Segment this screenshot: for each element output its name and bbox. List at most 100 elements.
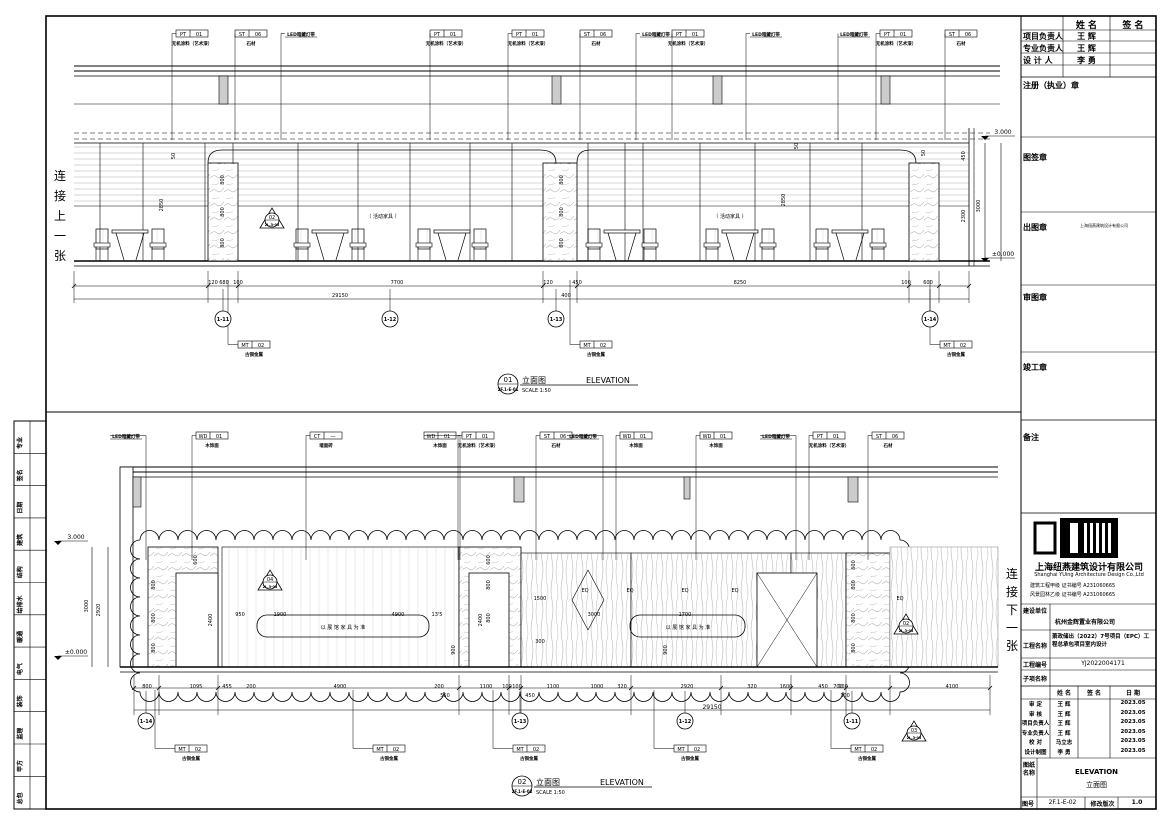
e1-grid-tag: 1-11: [214, 289, 232, 328]
dim-vertical: 800: [559, 238, 565, 248]
tag-code: MT: [241, 343, 249, 349]
tag-desc: 石材: [551, 442, 561, 449]
tag-desc: 木饰面: [708, 442, 723, 449]
dim-tick: [574, 283, 580, 289]
title-en: ELEVATION: [600, 778, 644, 787]
grid-bubble: [547, 310, 565, 328]
table-top: [603, 229, 641, 234]
tag-code: PT: [434, 32, 441, 38]
dim-tick: [788, 685, 794, 691]
dim-vertical: 3000: [976, 200, 982, 213]
callout-ref: 2L.3-05: [263, 585, 278, 589]
strip-label: 装饰: [16, 695, 24, 708]
e2-top-tag: WD 01 木饰面: [191, 431, 229, 560]
grid-label: 1-14: [924, 317, 937, 323]
tag-num: 01: [450, 32, 456, 38]
grid-bubble: [214, 310, 232, 328]
sign-row-role: 审 核: [1029, 711, 1042, 718]
e2-level-top: 3.000: [54, 534, 88, 545]
tag-num: 06: [600, 32, 606, 38]
dim-text: 800: [142, 684, 152, 690]
grid-bubble: [843, 712, 861, 730]
table-leg: [627, 232, 637, 261]
cert-line-2: 风景园林乙级 证书编号 A231060665: [1030, 592, 1116, 598]
grid-label: 1-11: [846, 719, 859, 725]
dim-text: 700: [833, 684, 843, 690]
tag-desc: 石材: [246, 40, 256, 47]
dim-text: 1100: [547, 684, 560, 690]
dim-text: 1100: [480, 684, 493, 690]
tag-desc: 古铜金属: [587, 351, 605, 358]
chair-seat: [471, 242, 489, 248]
chair-seat: [759, 242, 777, 248]
table-top: [433, 229, 471, 234]
dim-text: 4100: [946, 684, 959, 690]
dim-vertical: 800: [851, 613, 857, 623]
tag-desc: LED暗藏灯带: [762, 433, 790, 440]
title-ref: 2F.1-E-01: [498, 387, 519, 392]
e2-grid-tag: 1-12: [676, 691, 694, 730]
strip-label: 日期: [16, 502, 24, 514]
dim-vertical: 800: [851, 643, 857, 653]
dim-tick: [506, 685, 512, 691]
e1-top-tag: LED暗藏灯带: [635, 31, 672, 140]
tag-desc: LED暗藏灯带: [642, 31, 670, 38]
title-en: ELEVATION: [586, 376, 630, 385]
tag-code: MT: [516, 747, 524, 753]
callout-num: 02: [269, 215, 275, 221]
grid-label: 1-13: [550, 317, 563, 323]
chair-seat: [149, 242, 167, 248]
e2-grid-tag: 1-14: [137, 691, 155, 730]
dim-inner: 13'5: [432, 612, 443, 618]
tag-desc: 古铜金属: [947, 351, 965, 358]
tag-desc: 古铜金属: [858, 755, 876, 762]
tag-num: 02: [195, 747, 201, 753]
sheet-no-label: 图号: [1022, 801, 1035, 808]
dim-tick: [235, 283, 241, 289]
sign-row-date: 2023.05: [1120, 709, 1146, 716]
dim-vertical: 2920: [96, 604, 102, 617]
dim-text: 1000: [591, 684, 604, 690]
tag-code: WD: [199, 434, 208, 440]
tag-num: 02: [871, 747, 877, 753]
cert-line-1: 建筑工程甲级 证书编号 A231060665: [1030, 583, 1116, 589]
title-scale: SCALE 1:50: [536, 790, 565, 796]
tag-code: MT: [376, 747, 384, 753]
project-label: 工程名称: [1023, 643, 1048, 650]
strip-label: 电气: [16, 663, 24, 675]
dim-tick: [843, 685, 849, 691]
callout-num: 02: [903, 621, 909, 627]
company-logo: [1033, 518, 1118, 558]
stamp-label-review: 审图章: [1023, 293, 1047, 302]
tag-desc: 木饰面: [204, 442, 219, 449]
dim-inner: EQ: [581, 588, 588, 594]
continue-right-char: 接: [1006, 584, 1018, 599]
grid-bubble: [676, 712, 694, 730]
tag-num: 01: [216, 434, 222, 440]
title-scale: SCALE 1:50: [522, 388, 551, 394]
tag-desc: 无机涂料（艺术漆）: [457, 442, 499, 449]
strip-label: 建筑: [16, 534, 24, 546]
table-top: [831, 229, 869, 234]
chair-seat: [349, 242, 367, 248]
grid-label: 1-14: [140, 719, 153, 725]
dim-inner: 300: [535, 639, 545, 645]
level-text: ±0.000: [65, 649, 87, 656]
dim-text: 450: [818, 684, 828, 690]
tag-desc: LED暗藏灯带: [569, 433, 597, 440]
table-leg: [315, 232, 325, 261]
tag-desc: 无机涂料（艺术漆）: [171, 40, 213, 47]
dim-text: 400: [561, 293, 571, 299]
tag-code: ST: [544, 434, 551, 440]
tb-role-1: 项目负责人: [1023, 32, 1063, 41]
continue-left-char: 一: [54, 229, 66, 243]
dim-inner: EQ: [731, 588, 738, 594]
